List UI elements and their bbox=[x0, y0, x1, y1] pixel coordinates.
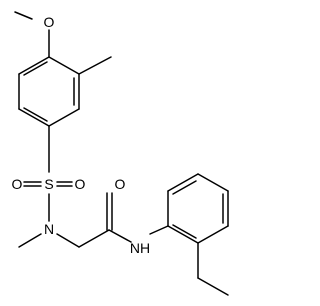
lower-ring-double-bond bbox=[172, 180, 197, 195]
upper-ring-double-bond bbox=[23, 107, 48, 122]
molecule-structure: O O S O N O NH bbox=[12, 11, 229, 296]
upper-ring-bond bbox=[48, 56, 80, 75]
carbonyl-oxygen-label: O bbox=[115, 176, 126, 192]
upper-ring-bond bbox=[18, 56, 50, 75]
upper-ring-bond bbox=[48, 108, 80, 127]
lower-ring-bond bbox=[197, 225, 229, 244]
sulfonamide-nitrogen-label: N bbox=[44, 221, 54, 237]
methylene-carbonyl-bond bbox=[78, 229, 110, 248]
n-methyl-bond bbox=[18, 233, 42, 248]
ethyl-bond bbox=[197, 277, 229, 296]
methoxy-methyl-bond bbox=[14, 11, 33, 20]
lower-ring-bond bbox=[197, 173, 229, 192]
upper-ring-bond bbox=[18, 108, 50, 127]
sulfur-label: S bbox=[44, 176, 53, 192]
upper-ring-double-bond bbox=[23, 61, 48, 76]
carbonyl-amide-nitrogen-bond bbox=[108, 229, 132, 243]
ether-oxygen-label: O bbox=[44, 14, 55, 30]
nitrogen-methylene-bond bbox=[56, 233, 80, 248]
amide-nitrogen-label: NH bbox=[130, 240, 150, 256]
lower-ring-bond bbox=[167, 173, 199, 192]
sulfonyl-oxygen-right-label: O bbox=[75, 176, 86, 192]
sulfonyl-oxygen-left-label: O bbox=[12, 176, 23, 192]
lower-ring-bond bbox=[167, 225, 199, 244]
aryl-methyl-bond bbox=[78, 56, 112, 75]
lower-ring-double-bond bbox=[172, 224, 197, 239]
amide-nitrogen-ring-bond bbox=[149, 225, 169, 235]
